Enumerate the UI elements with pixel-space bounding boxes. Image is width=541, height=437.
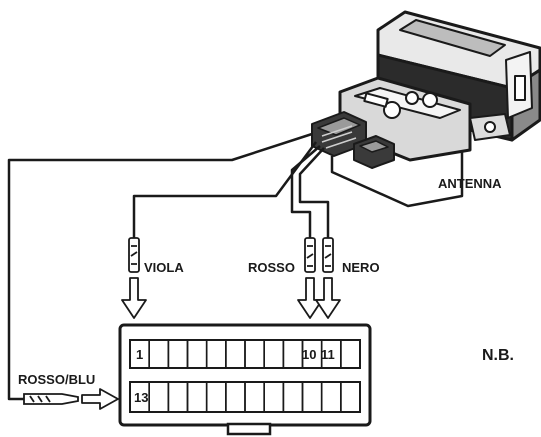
insertion-arrows [81, 277, 341, 410]
arrow-rosso-icon [297, 277, 323, 319]
control-unit [311, 10, 541, 169]
pin-label-10: 10 [302, 347, 316, 362]
wire-terminals [23, 237, 334, 405]
arrow-nero-icon [315, 277, 341, 319]
terminal-nero [322, 237, 334, 273]
terminal-rosso-blu [23, 393, 79, 405]
label-nero: NERO [342, 260, 380, 275]
antenna-cable [330, 152, 464, 208]
label-antenna: ANTENNA [438, 176, 502, 191]
wire-viola [132, 141, 318, 238]
pin-label-13: 13 [134, 390, 148, 405]
label-rosso: ROSSO [248, 260, 295, 275]
wire-harness [7, 132, 464, 401]
label-nb: N.B. [482, 347, 514, 364]
bottom-row-cell [339, 381, 361, 413]
wire-rosso-blu [7, 132, 313, 401]
arrow-viola-icon [121, 277, 147, 319]
target-connector [118, 323, 372, 436]
terminal-viola [128, 237, 140, 273]
label-rosso-blu: ROSSO/BLU [18, 372, 95, 387]
terminal-rosso [304, 237, 316, 273]
arrow-rosso-blu-icon [81, 388, 119, 410]
wire-rosso [290, 145, 321, 238]
pin-label-1: 1 [136, 347, 143, 362]
top-row-cell [339, 339, 361, 369]
wire-nero [298, 147, 330, 238]
pin-label-11: 11 [321, 347, 335, 362]
label-viola: VIOLA [144, 260, 184, 275]
